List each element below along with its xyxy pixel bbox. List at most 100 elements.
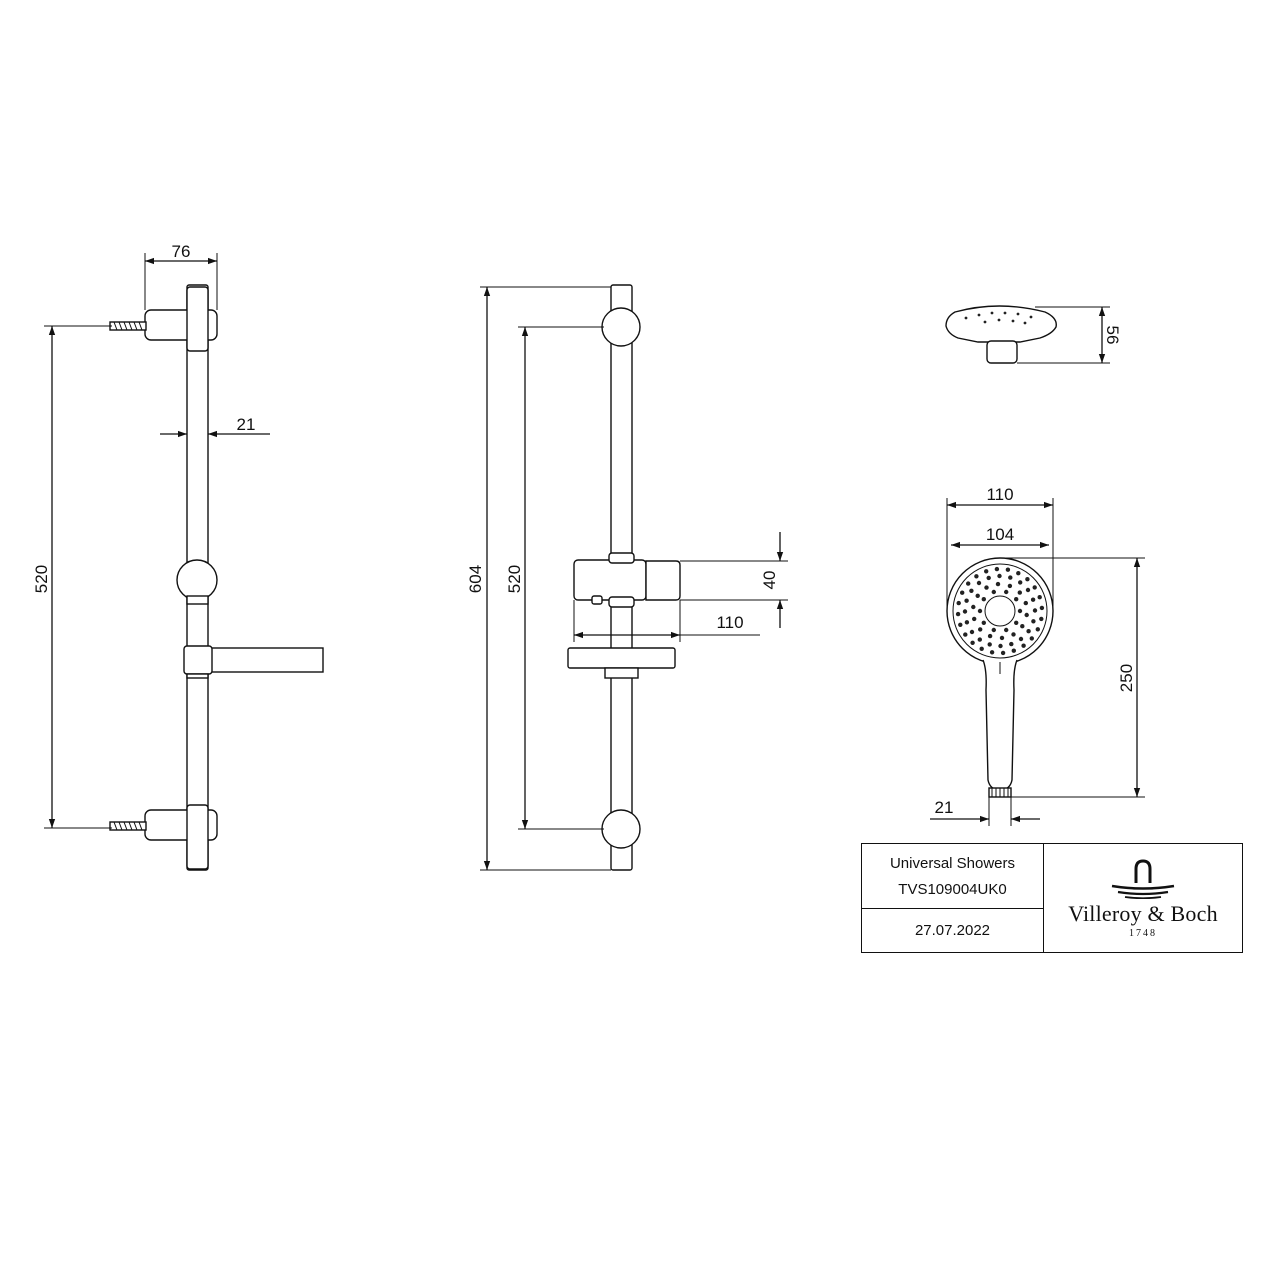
nozzle-dot: [989, 650, 995, 655]
dim-left-bracket-width: 76: [172, 242, 191, 261]
dim-left-bracket-spacing: 520: [32, 565, 51, 593]
nozzle-dot: [970, 640, 975, 645]
nozzle-dot: [955, 611, 961, 617]
middle-holder: [573, 552, 681, 608]
nozzle-dot: [979, 646, 984, 651]
left-view: 76 21 520: [32, 242, 324, 871]
nozzle-dot: [1032, 608, 1038, 613]
nozzle-dot: [1021, 643, 1026, 648]
left-top-bracket: [109, 286, 218, 352]
head-side-outline: [945, 305, 1057, 343]
nozzle-dot: [994, 566, 1000, 572]
nozzle-dot: [1017, 590, 1022, 595]
dim-left-rail-diameter: 21: [237, 415, 256, 434]
dim-middle-overall-length: 604: [466, 565, 485, 593]
nozzle-dot: [1017, 608, 1023, 614]
nozzle-dot: [1005, 567, 1011, 572]
nozzle-dot: [1009, 641, 1014, 647]
title-block-date-cell: 27.07.2022: [862, 909, 1043, 952]
nozzle-dot: [998, 643, 1003, 649]
nozzle-dot: [1029, 636, 1035, 641]
nozzle-dot: [1014, 597, 1019, 602]
nozzle-dot: [987, 642, 992, 647]
nozzle-dot: [1039, 605, 1045, 611]
middle-top-bracket: [601, 307, 641, 347]
middle-bottom-bracket: [601, 809, 641, 849]
nozzle-dot: [984, 585, 989, 590]
nozzle-dot: [1014, 620, 1019, 625]
nozzle-dot: [1023, 600, 1028, 606]
nozzle-dot: [1031, 619, 1036, 624]
nozzle-dot: [1025, 577, 1030, 582]
dim-hand-shower-length: 250: [1117, 664, 1136, 692]
nozzle-dot: [1016, 571, 1021, 576]
dim-middle-holder-projection: 110: [716, 613, 743, 632]
nozzle-dot: [1030, 597, 1036, 602]
nozzle-dot: [1004, 589, 1009, 595]
brand-year: 1748: [1129, 928, 1157, 939]
dim-head-depth: 56: [1103, 326, 1122, 345]
nozzle-dot: [1000, 650, 1006, 656]
nozzle-dot: [975, 593, 980, 598]
nozzle-dot: [971, 604, 976, 610]
nozzle-dot: [964, 598, 969, 603]
nozzle-dot: [960, 590, 965, 595]
dim-middle-bracket-spacing: 520: [505, 565, 524, 593]
nozzle-dot: [956, 600, 961, 606]
nozzle-dot: [1020, 624, 1025, 629]
middle-soap-dish: [567, 647, 676, 679]
nozzle-dot: [1025, 587, 1031, 593]
dim-head-outer-diameter: 110: [986, 485, 1013, 504]
nozzle-dot: [997, 573, 1002, 579]
nozzle-dot: [991, 589, 996, 595]
product-line: Universal Showers: [889, 854, 1016, 872]
nozzle-dot: [1037, 595, 1042, 600]
nozzle-dot: [1004, 627, 1009, 633]
drawing-date: 27.07.2022: [914, 922, 991, 939]
nozzle-dot: [966, 581, 971, 586]
nozzle-dot: [972, 616, 977, 622]
hand-shower-view: 110 104 250 21: [930, 485, 1145, 826]
head-side-view: 56: [945, 305, 1122, 364]
article-number: TVS109004UK0: [898, 880, 1007, 898]
dim-head-inner-diameter: 104: [986, 525, 1014, 544]
left-slider: [176, 559, 218, 601]
nozzle-dot: [958, 622, 963, 627]
dim-handle-connector: 21: [935, 798, 954, 817]
middle-view: 604 520 40 110: [466, 284, 788, 871]
nozzle-dot: [963, 632, 968, 637]
nozzle-dot: [1011, 632, 1016, 637]
title-block-product-cell: Universal Showers TVS109004UK0: [862, 844, 1043, 909]
nozzle-dot: [1035, 627, 1041, 632]
hand-shower-handle: [982, 659, 1018, 791]
nozzle-dot: [1018, 636, 1024, 642]
brand-logo: Villeroy & Boch 1748: [1044, 844, 1242, 952]
nozzle-dot: [974, 574, 979, 579]
nozzle-dot: [1024, 612, 1029, 618]
title-block-info: Universal Showers TVS109004UK0 27.07.202…: [862, 844, 1044, 952]
nozzle-dot: [978, 627, 983, 632]
nozzle-pattern: [955, 566, 1045, 656]
nozzle-dot: [981, 597, 986, 602]
nozzle-dot: [1032, 585, 1037, 590]
nozzle-dot: [969, 629, 975, 635]
nozzle-dot: [981, 620, 986, 625]
nozzle-dot: [995, 581, 1001, 587]
nozzle-dot: [1026, 629, 1031, 634]
nozzle-dot: [977, 637, 982, 642]
nozzle-dot: [969, 588, 974, 593]
nozzle-dot: [987, 633, 993, 639]
nozzle-dot: [962, 609, 968, 614]
nozzle-dot: [986, 575, 991, 581]
nozzle-dot: [999, 635, 1005, 641]
nozzle-dot: [964, 620, 970, 625]
nozzle-dot: [1011, 648, 1016, 653]
nozzle-dot: [1018, 580, 1023, 585]
nozzle-dot: [984, 569, 989, 574]
nozzle-dot: [1039, 616, 1044, 622]
nozzle-dot: [1008, 575, 1013, 580]
dim-middle-holder-height: 40: [760, 571, 779, 590]
left-soap-dish: [183, 645, 324, 679]
brand-name: Villeroy & Boch: [1068, 901, 1218, 926]
